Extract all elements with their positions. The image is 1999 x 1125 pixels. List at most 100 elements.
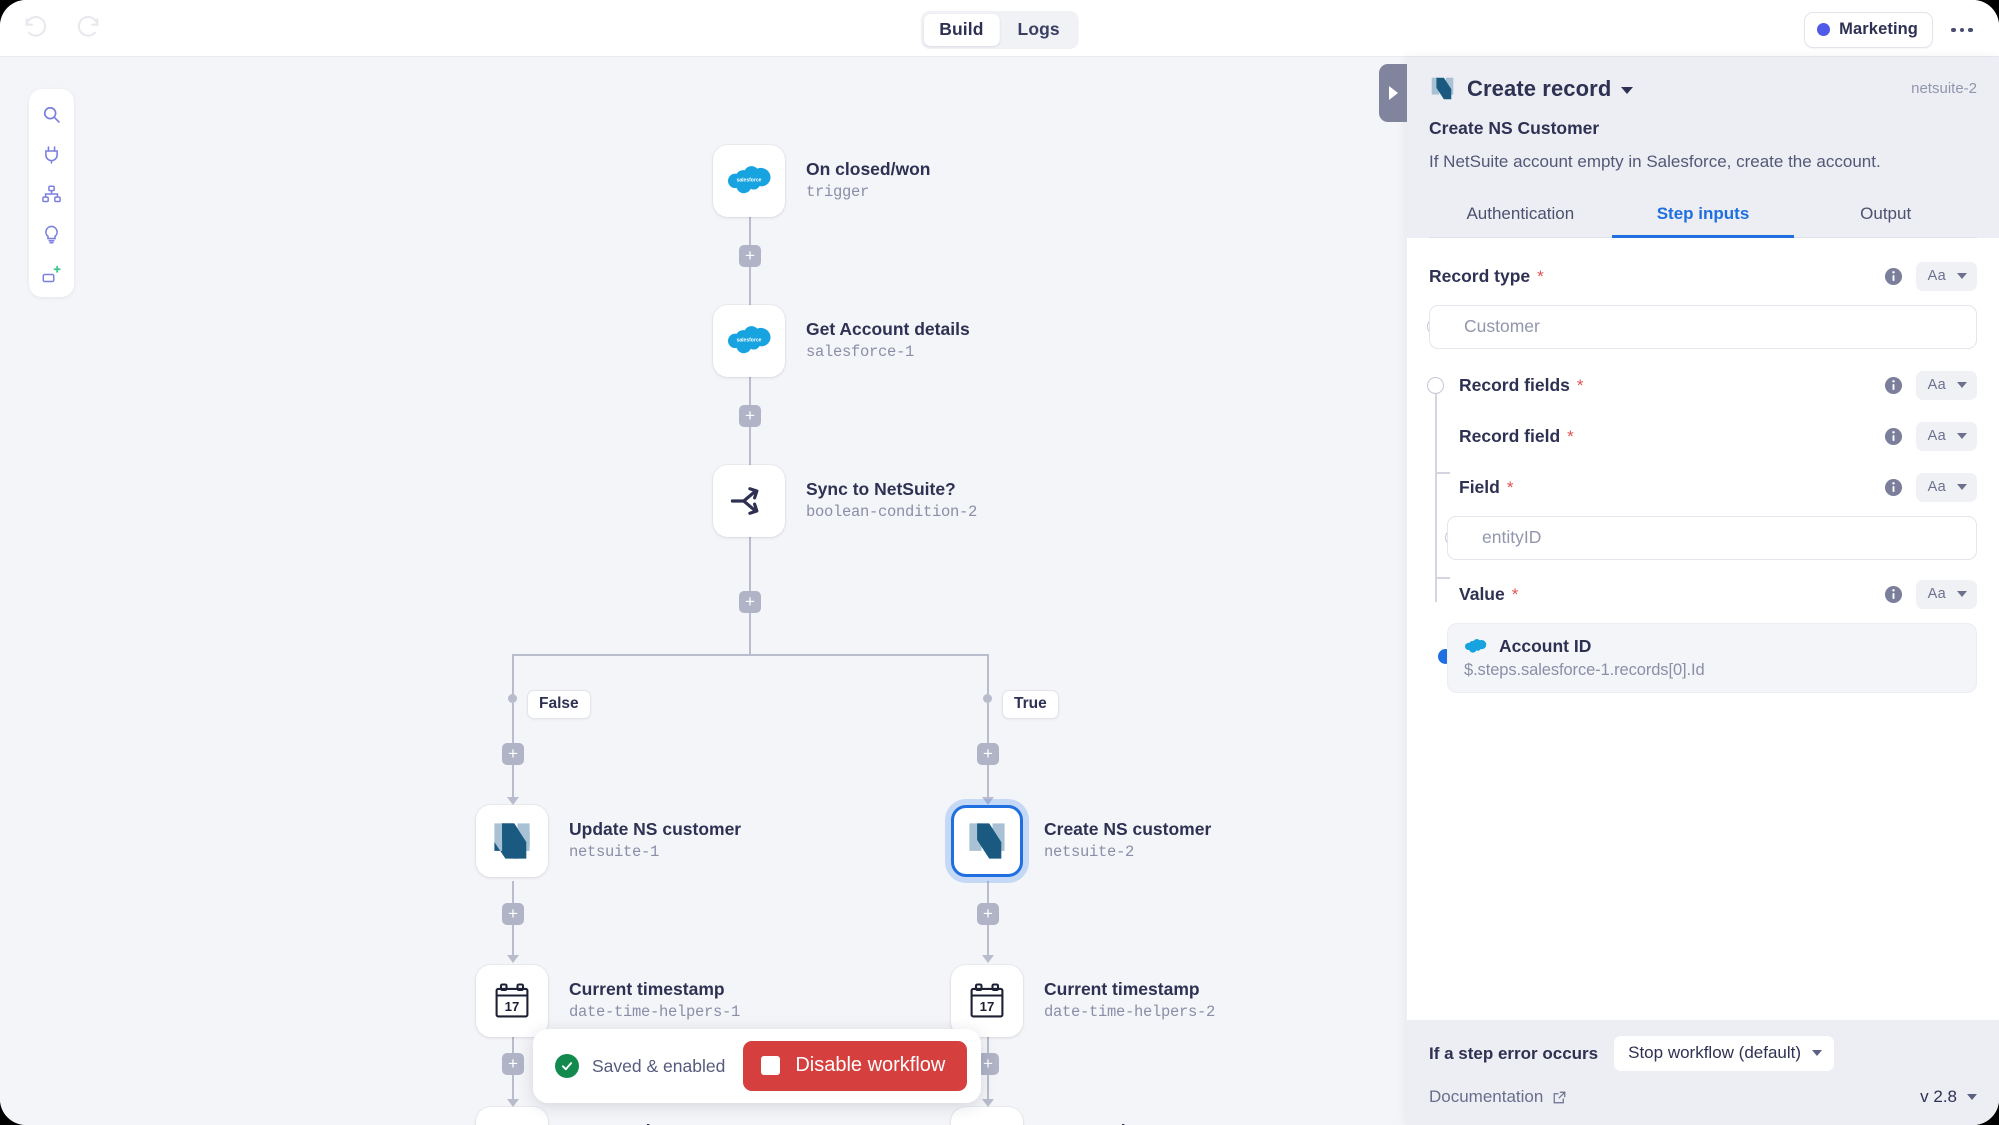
tab-output[interactable]: Output	[1860, 203, 1912, 223]
info-icon[interactable]	[1884, 267, 1903, 286]
node-text: Convert time date-time-helpers-3	[569, 1121, 740, 1125]
required-marker: *	[1511, 585, 1519, 605]
node-subtitle: netsuite-2	[1044, 843, 1135, 862]
input-mode-selector[interactable]: Aa	[1915, 422, 1977, 452]
node-title: Create NS customer	[1044, 818, 1212, 839]
edge-connector	[749, 613, 751, 655]
chevron-down-icon[interactable]	[1621, 87, 1634, 94]
workflow-node[interactable]: Update NS customer netsuite-1	[476, 805, 741, 877]
add-step-button[interactable]: +	[977, 1053, 999, 1075]
tab-build[interactable]: Build	[923, 14, 1000, 47]
panel-collapse-button[interactable]	[1379, 64, 1407, 122]
info-icon[interactable]	[1884, 376, 1903, 395]
field-label: Record fields	[1459, 375, 1570, 396]
version-selector[interactable]: v 2.8	[1920, 1087, 1977, 1107]
calendar-icon: 17	[495, 983, 529, 1018]
node-icon-card[interactable]	[476, 805, 548, 877]
hierarchy-icon[interactable]	[39, 181, 65, 207]
workflow-node[interactable]: 17 Current timestamp date-time-helpers-2	[951, 965, 1215, 1037]
workflow-node[interactable]: Sync to NetSuite? boolean-condition-2	[713, 465, 977, 537]
add-step-button[interactable]: +	[977, 903, 999, 925]
node-icon-card[interactable]: 17	[951, 1107, 1023, 1125]
canvas-toolbar	[29, 89, 74, 297]
edge-connector	[987, 1031, 989, 1063]
branch-dot-icon	[983, 694, 992, 703]
add-step-button[interactable]: +	[977, 743, 999, 765]
calendar-icon: 17	[970, 983, 1004, 1018]
input-mode-selector[interactable]: Aa	[1915, 371, 1977, 401]
search-icon[interactable]	[39, 101, 65, 127]
node-icon-card[interactable]: salesforce	[713, 145, 785, 217]
info-icon[interactable]	[1884, 427, 1903, 446]
edge-arrow-icon	[982, 797, 994, 805]
record-type-input[interactable]: Customer	[1429, 304, 1977, 349]
add-step-button[interactable]: +	[739, 245, 761, 267]
tab-logs[interactable]: Logs	[1017, 19, 1060, 39]
input-mode-selector[interactable]: Aa	[1915, 473, 1977, 503]
magic-wand-icon[interactable]	[39, 261, 65, 287]
error-handling-select[interactable]: Stop workflow (default)	[1614, 1036, 1835, 1071]
field-label: Record type	[1429, 266, 1531, 287]
field-tools: Aa	[1884, 422, 1977, 452]
more-options-icon[interactable]	[1945, 15, 1979, 45]
value-token-chip[interactable]: Account ID $.steps.salesforce-1.records[…	[1447, 622, 1977, 693]
node-title: Current timestamp	[569, 978, 725, 999]
info-icon[interactable]	[1884, 478, 1903, 497]
branch-label-false[interactable]: False	[527, 690, 591, 719]
disable-workflow-button[interactable]: Disable workflow	[743, 1041, 968, 1091]
edge-connector	[512, 925, 514, 957]
branch-split-icon	[730, 487, 759, 515]
input-mode-label: Aa	[1927, 479, 1946, 496]
environment-selector[interactable]: Marketing	[1804, 12, 1933, 48]
workflow-node[interactable]: salesforce On closed/won trigger	[713, 145, 930, 217]
workflow-node[interactable]: 17 Convert time date-time-helpers-3	[476, 1107, 740, 1125]
step-details-panel: Create record netsuite-2 Create NS Custo…	[1379, 57, 1999, 1125]
node-text: Get Account details salesforce-1	[806, 319, 970, 364]
chevron-down-icon	[1957, 433, 1967, 440]
input-mode-label: Aa	[1927, 268, 1946, 285]
workflow-node[interactable]: 17 Current timestamp date-time-helpers-1	[476, 965, 740, 1037]
add-step-button[interactable]: +	[502, 903, 524, 925]
add-step-button[interactable]: +	[739, 405, 761, 427]
workflow-node-selected[interactable]: Create NS customer netsuite-2	[951, 805, 1211, 877]
tab-step-inputs[interactable]: Step inputs	[1611, 194, 1795, 238]
redo-icon[interactable]	[74, 14, 102, 42]
field-input[interactable]: entityID	[1447, 515, 1977, 560]
svg-text:17: 17	[980, 999, 995, 1014]
node-icon-card[interactable]	[713, 465, 785, 537]
workflow-node[interactable]: salesforce Get Account details salesforc…	[713, 305, 970, 377]
field-field: Field * Aa	[1429, 471, 1977, 505]
undo-icon[interactable]	[22, 14, 50, 42]
view-mode-toggle: Build Logs	[920, 11, 1079, 50]
tree-connector	[1435, 393, 1437, 602]
field-handle-icon[interactable]	[1427, 376, 1444, 394]
documentation-link[interactable]: Documentation	[1429, 1087, 1567, 1107]
edge-connector	[512, 1031, 514, 1063]
edge-connector	[987, 881, 989, 913]
tree-connector	[1436, 576, 1450, 579]
workflow-node[interactable]: 17 Convert time date-time-helpers-4	[951, 1107, 1215, 1125]
lightbulb-icon[interactable]	[39, 221, 65, 247]
token-path: $.steps.salesforce-1.records[0].Id	[1464, 660, 1705, 679]
node-icon-card[interactable]: salesforce	[713, 305, 785, 377]
node-icon-card[interactable]: 17	[476, 965, 548, 1037]
input-mode-selector[interactable]: Aa	[1915, 262, 1977, 292]
node-title: Convert time	[569, 1121, 740, 1125]
add-step-button[interactable]: +	[502, 743, 524, 765]
branch-label-true[interactable]: True	[1002, 690, 1059, 719]
node-icon-card[interactable]: 17	[951, 965, 1023, 1037]
edge-connector	[749, 377, 751, 415]
plug-icon[interactable]	[39, 141, 65, 167]
input-mode-selector[interactable]: Aa	[1915, 580, 1977, 610]
tab-authentication[interactable]: Authentication	[1466, 203, 1575, 223]
environment-label: Marketing	[1839, 20, 1918, 38]
add-step-button[interactable]: +	[739, 591, 761, 613]
node-icon-card[interactable]: 17	[476, 1107, 548, 1125]
node-icon-card[interactable]	[951, 805, 1023, 877]
info-icon[interactable]	[1884, 585, 1903, 604]
add-step-button[interactable]: +	[502, 1053, 524, 1075]
node-subtitle: date-time-helpers-1	[569, 1003, 741, 1022]
required-marker: *	[1506, 478, 1514, 498]
node-subtitle: boolean-condition-2	[806, 503, 978, 522]
edge-connector	[512, 881, 514, 913]
